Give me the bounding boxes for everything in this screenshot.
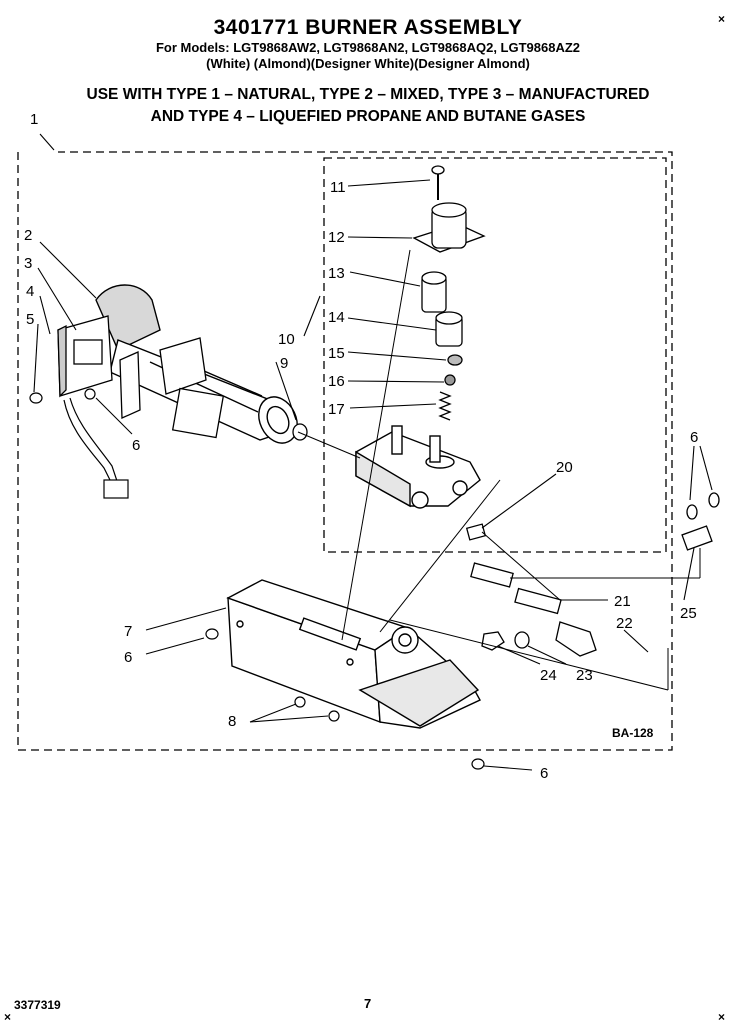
callout-7: 7: [124, 623, 132, 640]
callout-23: 23: [576, 667, 593, 684]
corner-mark-bottom-right: ×: [718, 1010, 726, 1024]
page-number: 7: [364, 996, 372, 1011]
callout-4: 4: [26, 283, 34, 300]
callout-22: 22: [616, 615, 633, 632]
valve-coils: [412, 165, 486, 421]
screws: [29, 388, 485, 770]
callout-25: 25: [680, 605, 697, 622]
usage-note-line-1: USE WITH TYPE 1 – NATURAL, TYPE 2 – MIXE…: [86, 86, 650, 103]
corner-mark-top-right: ×: [718, 12, 726, 26]
callout-20: 20: [556, 459, 573, 476]
igniter-wire: [63, 397, 129, 499]
page-title: 3401771 BURNER ASSEMBLY: [213, 16, 523, 39]
callout-21: 21: [614, 593, 631, 610]
callout-24: 24: [540, 667, 557, 684]
callout-9: 9: [280, 355, 288, 372]
diagram-reference: BA-128: [612, 726, 654, 740]
callout-6-bracket: 6: [124, 649, 132, 666]
gas-valve: [355, 425, 481, 509]
assembly-boundary: [17, 151, 673, 751]
callout-5: 5: [26, 311, 34, 328]
model-colors: (White) (Almond)(Designer White)(Designe…: [206, 56, 530, 71]
corner-mark-bottom-left: ×: [4, 1010, 12, 1024]
callout-6-bottom: 6: [540, 765, 548, 782]
callout-12: 12: [328, 229, 345, 246]
callout-16: 16: [328, 373, 345, 390]
igniter-bracket: [57, 315, 225, 439]
callout-13: 13: [328, 265, 345, 282]
usage-note-line-2: AND TYPE 4 – LIQUEFIED PROPANE AND BUTAN…: [150, 108, 586, 125]
burner-tube: [95, 284, 298, 444]
callout-17: 17: [328, 401, 345, 418]
model-list: For Models: LGT9868AW2, LGT9868AN2, LGT9…: [155, 40, 581, 55]
burner-bracket: [226, 579, 481, 729]
valve-subassembly-boundary: [323, 157, 667, 553]
callout-10: 10: [278, 331, 295, 348]
callout-14: 14: [328, 309, 345, 326]
callout-6-right: 6: [690, 429, 698, 446]
callout-11: 11: [330, 179, 346, 196]
document-part-number: 3377319: [14, 998, 61, 1012]
callout-15: 15: [328, 345, 345, 362]
callout-8: 8: [228, 713, 236, 730]
callout-1: 1: [30, 111, 38, 128]
fittings: [292, 423, 720, 657]
callout-6-left: 6: [132, 437, 140, 454]
callout-3: 3: [24, 255, 32, 272]
callout-2: 2: [24, 227, 32, 244]
